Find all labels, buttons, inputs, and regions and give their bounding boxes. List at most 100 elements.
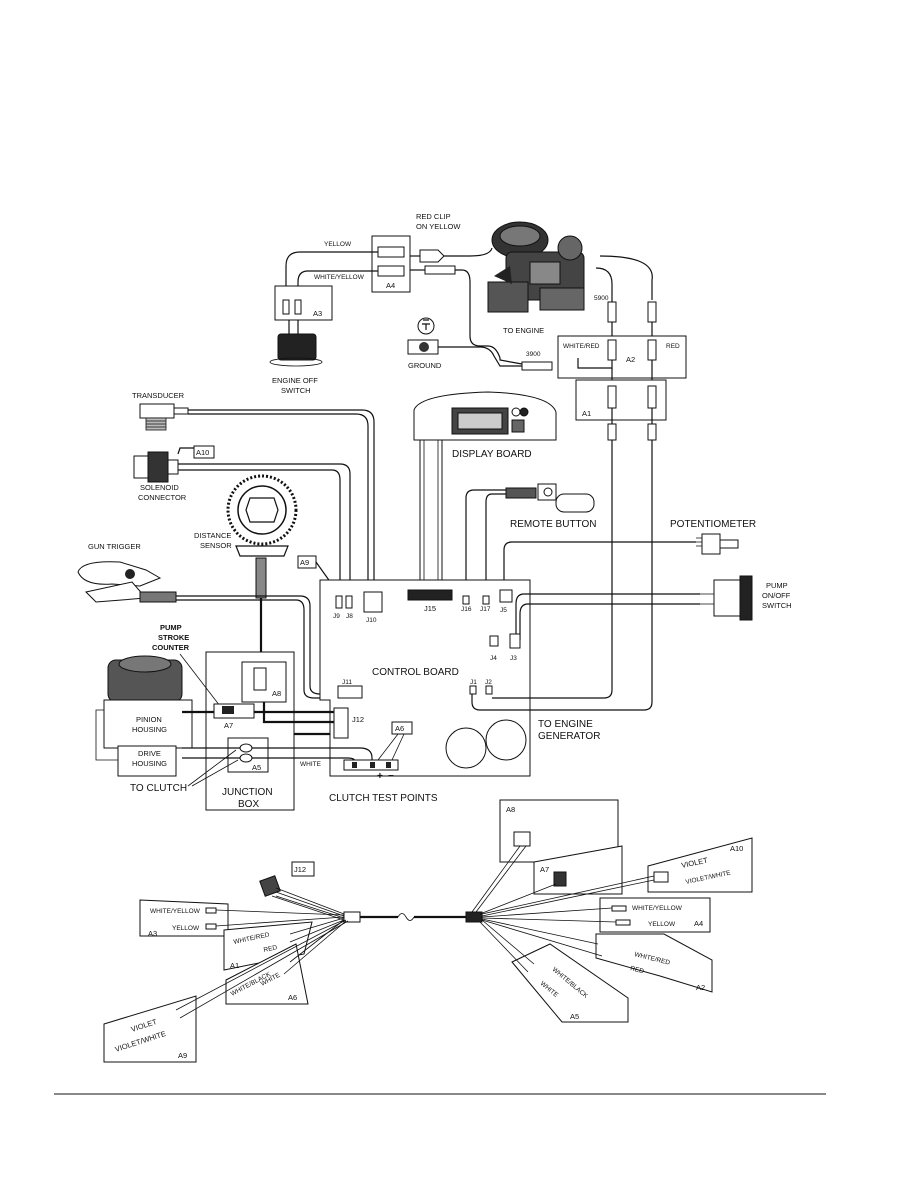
harness-a2-red: RED <box>630 965 645 975</box>
pump-switch-label-2: ON/OFF <box>762 591 791 600</box>
pinion-housing-label-1: PINION <box>136 715 162 724</box>
engine-off-switch-label-2: SWITCH <box>281 386 311 395</box>
solenoid-connector-icon <box>133 447 194 483</box>
to-engine-label: TO ENGINE <box>503 326 544 335</box>
control-board-label: CONTROL BOARD <box>372 667 459 678</box>
to-engine-generator-label-2: GENERATOR <box>538 731 600 742</box>
a3-pin-1 <box>282 299 290 315</box>
j15-label: J15 <box>424 604 436 613</box>
pump-switch-wire-a <box>515 593 700 640</box>
distance-sensor-label-1: DISTANCE <box>194 531 231 540</box>
j12-label: J12 <box>352 715 364 724</box>
pinion-housing-label-2: HOUSING <box>132 725 167 734</box>
a3-label: A3 <box>313 309 322 318</box>
a3-pin-2 <box>294 299 302 315</box>
distance-sensor-label-2: SENSOR <box>200 541 232 550</box>
control-board-outline <box>319 579 531 777</box>
harness-break-symbol <box>397 913 415 921</box>
red-clip-label-1: RED CLIP <box>416 212 451 221</box>
harness-a4-wires <box>481 907 617 923</box>
j3-connector <box>509 633 521 649</box>
harness-a6-box <box>225 943 309 1005</box>
harness-a4-yellow: YELLOW <box>648 921 676 928</box>
drive-housing-label-2: HOUSING <box>132 759 167 768</box>
harness-a10-plug <box>653 871 669 883</box>
a2-white-red-label: WHITE/RED <box>563 343 600 350</box>
j10-connector <box>363 591 383 613</box>
harness-section: J12 WHITE/YELLOW YELLOW A3 WHITE/RED RED… <box>103 799 753 1063</box>
harness-a4-pin-2 <box>615 919 631 926</box>
transducer-icon <box>139 403 189 431</box>
harness-a7-label: A7 <box>540 865 549 874</box>
j2-label: J2 <box>485 679 492 686</box>
harness-j12-wires <box>271 887 345 921</box>
label-5900: 5900 <box>594 295 609 302</box>
connector-3900 <box>521 361 553 371</box>
j16-label: J16 <box>461 606 472 613</box>
j8-label: J8 <box>346 613 353 620</box>
clutch-test-points-label: CLUTCH TEST POINTS <box>329 793 438 804</box>
a6-leader <box>377 733 405 761</box>
plus-symbol: + <box>377 771 383 782</box>
capacitor-1 <box>445 727 487 769</box>
transducer-wire-a <box>188 409 375 596</box>
j2-connector <box>485 685 493 695</box>
harness-a2-wires <box>481 918 603 957</box>
harness-a2-label: A2 <box>696 983 705 992</box>
red-clip-icon <box>419 249 445 263</box>
harness-a3-label: A3 <box>148 929 157 938</box>
harness-a6-wires <box>283 919 347 975</box>
harness-a10-wires <box>481 875 655 917</box>
j17-label: J17 <box>480 606 491 613</box>
engine-inline-connector <box>424 265 456 275</box>
j16-connector <box>462 595 470 605</box>
a6-label: A6 <box>395 724 404 733</box>
harness-a9-box <box>103 995 197 1063</box>
junction-box-label-1: JUNCTION <box>222 787 273 798</box>
j1-label: J1 <box>470 679 477 686</box>
j15-connector <box>407 589 453 601</box>
a5-connector-2 <box>239 753 253 763</box>
harness-a8-label: A8 <box>506 805 515 814</box>
transducer-wire-b <box>188 413 369 596</box>
harness-a5-box <box>511 943 629 1023</box>
harness-a3-yellow: YELLOW <box>172 925 200 932</box>
harness-left-junction <box>343 911 361 923</box>
gun-wire-a <box>176 595 334 695</box>
harness-a7-plug <box>553 871 567 887</box>
yellow-label: YELLOW <box>324 241 352 248</box>
ribbon-cable <box>419 439 443 591</box>
solenoid-wire-b <box>178 469 341 596</box>
harness-a4-pin-1 <box>611 905 627 912</box>
clutch-wire-a <box>252 747 373 764</box>
white-label: WHITE <box>300 761 322 768</box>
a9-label: A9 <box>300 558 309 567</box>
engine-wire-b <box>455 269 523 365</box>
pump-switch-icon <box>700 575 753 621</box>
engine-gen-wire-a <box>492 440 613 699</box>
harness-a3-pin-2 <box>205 923 217 930</box>
junction-box-label-2: BOX <box>238 799 259 810</box>
capacitor-2 <box>485 719 527 761</box>
test-point-1 <box>352 762 357 768</box>
remote-button-label: REMOTE BUTTON <box>510 519 596 530</box>
a8-wire <box>262 702 334 724</box>
harness-a7-wire <box>479 883 557 915</box>
j12-connector <box>333 707 349 739</box>
harness-a3-white-yellow: WHITE/YELLOW <box>150 908 201 915</box>
j11-label: J11 <box>342 679 352 686</box>
j9-connector <box>335 595 343 609</box>
j4-label: J4 <box>490 655 497 662</box>
engine-section: A4 YELLOW WHITE/YELLOW A3 ENGINE OFF SWI… <box>269 212 687 441</box>
a4-label: A4 <box>386 281 395 290</box>
solenoid-label-2: CONNECTOR <box>138 493 187 502</box>
a5-connector-1 <box>239 743 253 753</box>
harness-right-junction <box>465 911 483 923</box>
harness-j12-tag <box>291 861 315 877</box>
remote-wire-b <box>485 493 506 596</box>
pot-wire <box>503 541 696 590</box>
stroke-counter-leader <box>179 653 221 707</box>
potentiometer-label: POTENTIOMETER <box>670 519 756 530</box>
distance-sensor-icon <box>226 474 298 557</box>
harness-a1-red: RED <box>263 944 278 954</box>
